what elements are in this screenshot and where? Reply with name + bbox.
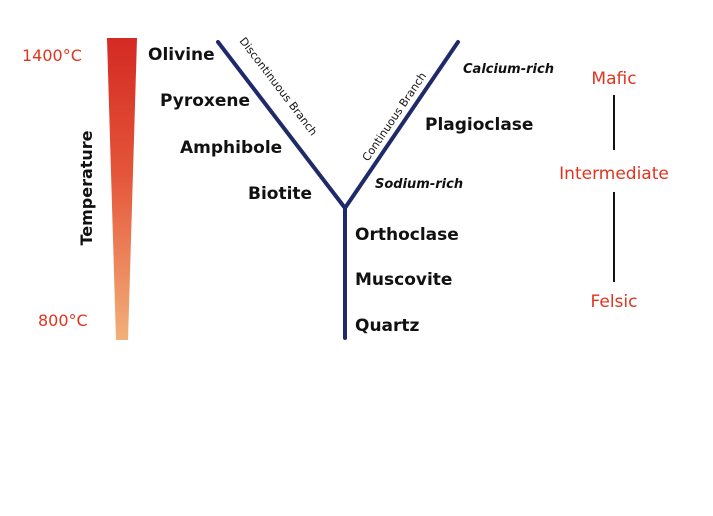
mineral-quartz: Quartz bbox=[355, 316, 420, 336]
mineral-biotite: Biotite bbox=[248, 184, 312, 204]
temperature-high-label: 1400°C bbox=[22, 46, 82, 65]
temperature-gradient-bar bbox=[107, 38, 137, 340]
discontinuous-branch-line bbox=[216, 40, 347, 210]
continuous-branch-line bbox=[343, 40, 460, 210]
temperature-axis-title: Temperature bbox=[77, 130, 96, 245]
continuous-branch-label: Continuous Branch bbox=[360, 70, 429, 164]
mineral-muscovite: Muscovite bbox=[355, 270, 452, 290]
composition-intermediate: Intermediate bbox=[559, 164, 669, 184]
mineral-orthoclase: Orthoclase bbox=[355, 225, 459, 245]
composition-felsic: Felsic bbox=[591, 292, 638, 312]
mineral-amphibole: Amphibole bbox=[180, 138, 282, 158]
mineral-olivine: Olivine bbox=[148, 45, 215, 65]
composition-mafic: Mafic bbox=[591, 69, 636, 89]
sodium-rich-note: Sodium-rich bbox=[375, 177, 463, 192]
temperature-low-label: 800°C bbox=[38, 311, 88, 330]
mineral-plagioclase: Plagioclase bbox=[425, 115, 533, 135]
calcium-rich-note: Calcium-rich bbox=[463, 62, 554, 77]
mineral-pyroxene: Pyroxene bbox=[160, 91, 250, 111]
